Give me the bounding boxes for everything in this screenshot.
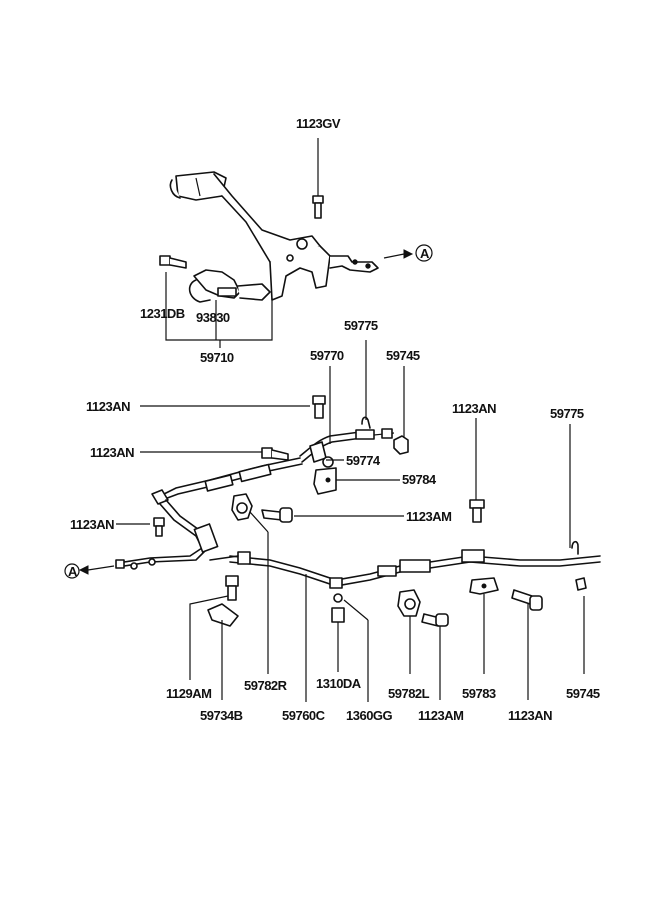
bolt-1123AM-mid [261, 507, 404, 523]
label-1231DB: 1231DB [140, 306, 185, 321]
label-1123AN-right: 1123AN [452, 401, 496, 416]
clamp-59782L [397, 589, 421, 674]
label-59783: 59783 [462, 686, 496, 701]
center-cable [115, 457, 303, 570]
nut-1310DA [331, 593, 369, 702]
rear-cable-main [209, 540, 601, 591]
label-59710: 59710 [200, 350, 234, 365]
label-59774: 59774 [346, 453, 381, 468]
label-59782R: 59782R [244, 678, 288, 693]
bolt-1123AN-bottom [511, 589, 543, 700]
label-59760C: 59760C [282, 708, 326, 723]
bolt-1123GV [312, 138, 324, 219]
bolt-1123AN-right [469, 418, 485, 523]
label-59770: 59770 [310, 348, 344, 363]
clamp-59782R [231, 493, 269, 674]
label-1123AN-b: 1123AN [90, 445, 134, 460]
label-1123AN-bottom: 1123AN [508, 708, 552, 723]
label-1129AM: 1129AM [166, 686, 211, 701]
label-59775-right: 59775 [550, 406, 584, 421]
bracket-59783 [469, 577, 499, 674]
bolt-1123AN-c [116, 517, 165, 537]
label-1123AN-a: 1123AN [86, 399, 130, 414]
label-59784: 59784 [402, 472, 437, 487]
label-59745-top: 59745 [386, 348, 420, 363]
label-1360GG: 1360GG [346, 708, 393, 723]
label-1310DA: 1310DA [316, 676, 362, 691]
switch-93830 [188, 269, 271, 303]
label-1123AM-mid: 1123AM [406, 509, 451, 524]
bolt-1123AM-bottom [421, 613, 449, 700]
label-93830: 93830 [196, 310, 230, 325]
bolt-1123AN-b [140, 447, 289, 461]
label-1123GV: 1123GV [296, 116, 341, 131]
parking-brake-lever [169, 171, 379, 301]
label-59775-top: 59775 [344, 318, 378, 333]
bolt-1123AN-a [140, 395, 326, 419]
bolt-1129AM [189, 575, 239, 700]
label-1123AM-bottom: 1123AM [418, 708, 463, 723]
callout-a-lower: A [64, 563, 115, 579]
label-1123AN-c: 1123AN [70, 517, 114, 532]
callout-letter: A [68, 564, 78, 579]
label-59734B: 59734B [200, 708, 243, 723]
label-59782L: 59782L [388, 686, 430, 701]
callout-letter: A [420, 246, 430, 261]
callout-a-upper: A [383, 244, 433, 262]
front-cable-59770 [299, 416, 409, 495]
bolt-1231DB [159, 255, 187, 269]
label-59745-bottom: 59745 [566, 686, 600, 701]
